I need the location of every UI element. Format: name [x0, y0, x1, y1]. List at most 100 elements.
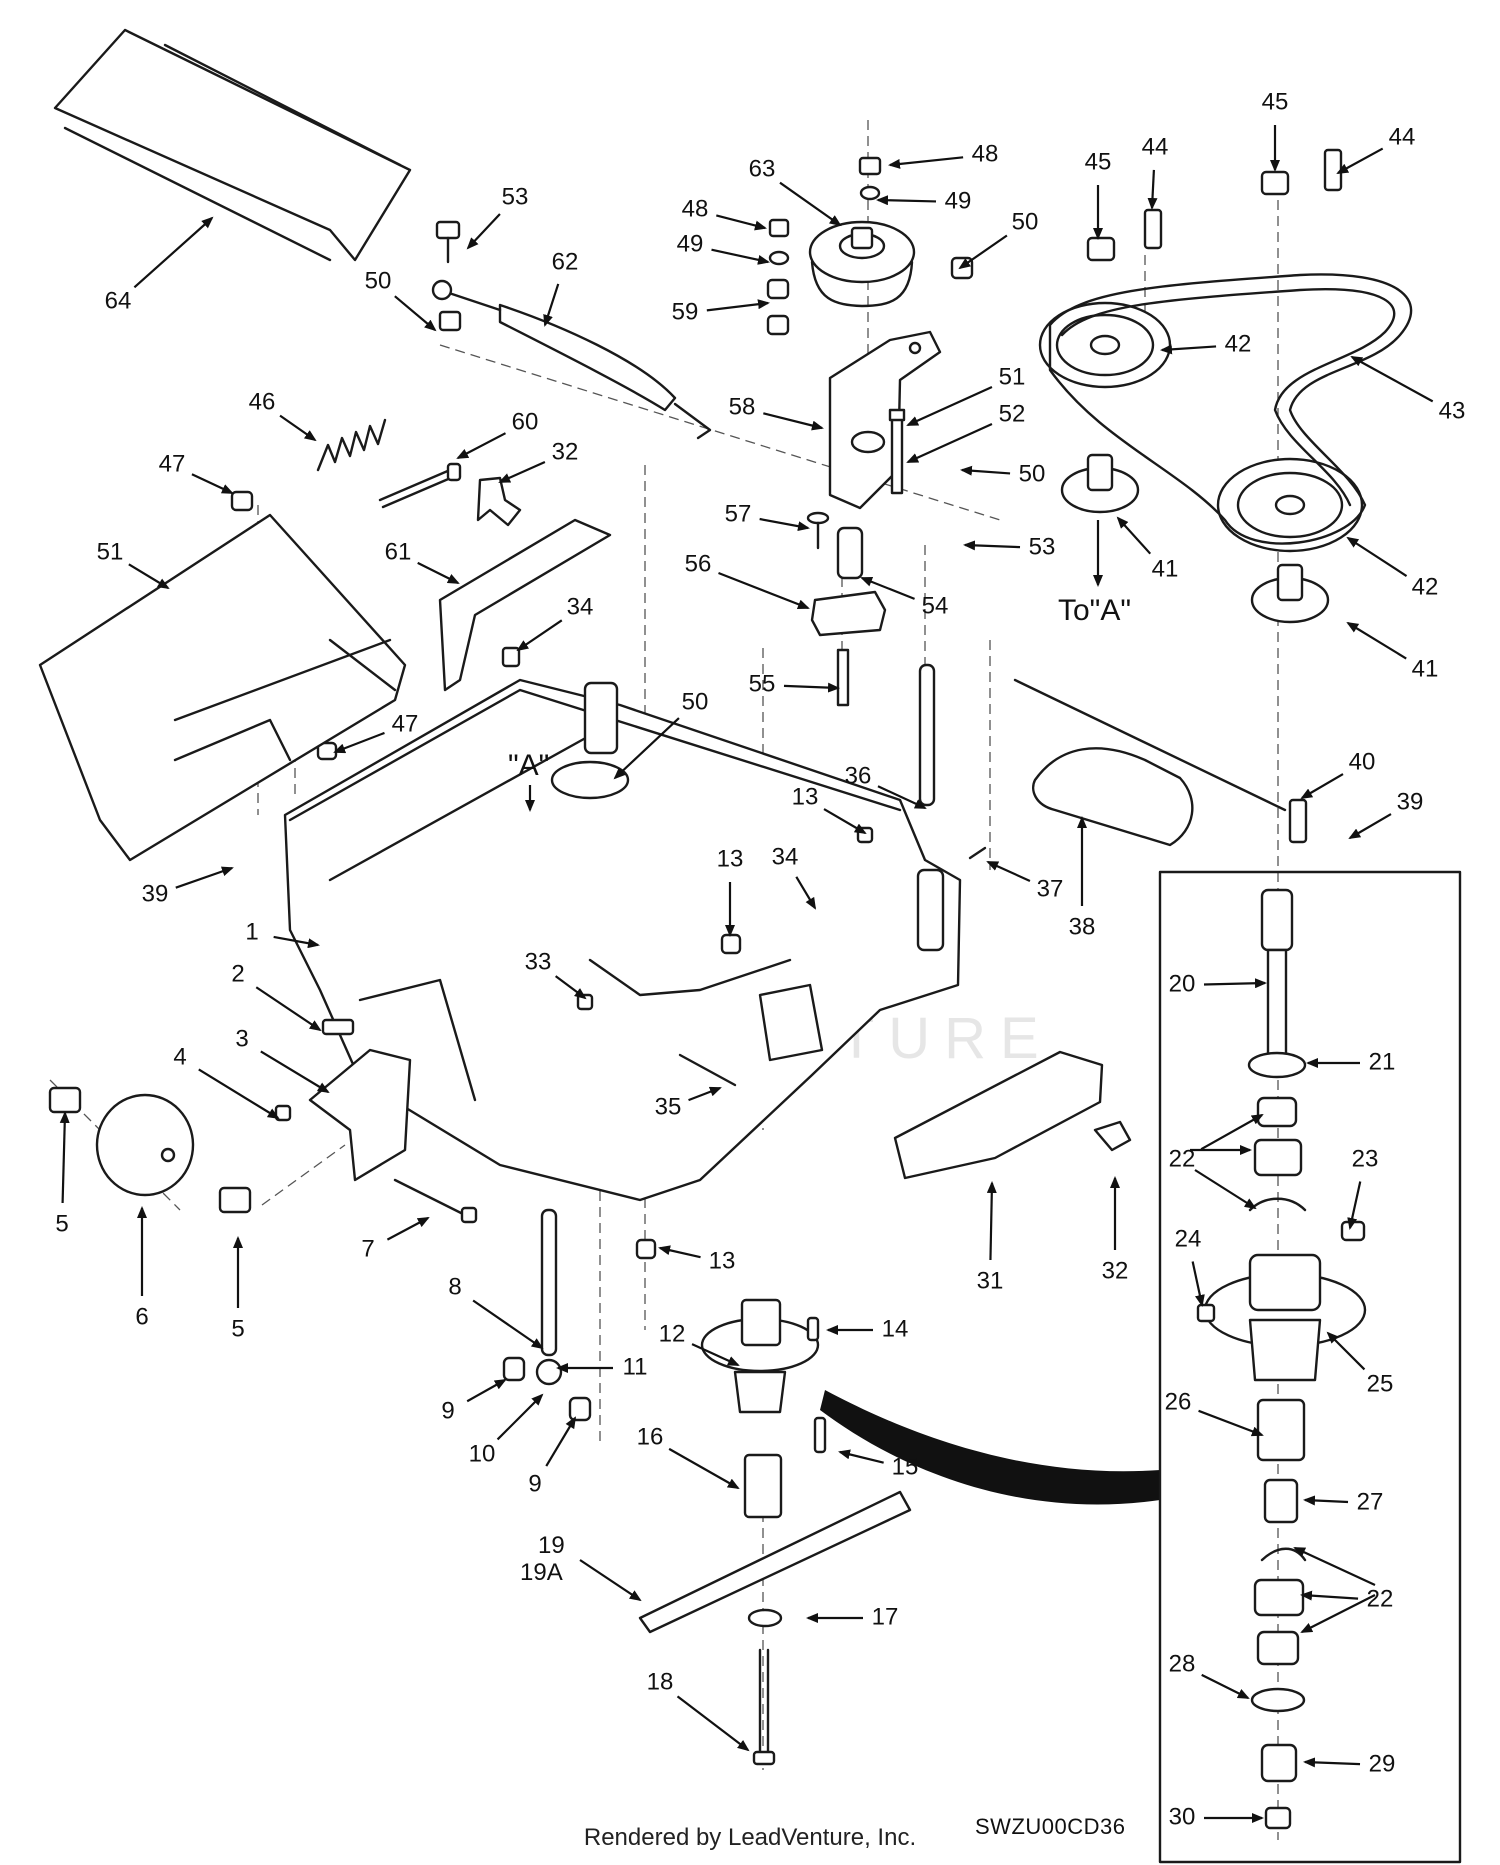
leader-arrow-31	[986, 1181, 997, 1261]
callout-35: 35	[655, 1093, 682, 1120]
part-7-bolt	[393, 1178, 478, 1224]
callout-63: 63	[749, 155, 776, 182]
callout-50: 50	[1012, 208, 1039, 235]
leader-arrow-9	[545, 1416, 577, 1467]
leader-arrow-56	[718, 571, 810, 610]
callout-48: 48	[682, 195, 709, 222]
leader-arrow-42	[1160, 344, 1217, 355]
drawing-code: SWZU00CD36	[975, 1814, 1126, 1839]
callout-8: 8	[448, 1273, 461, 1300]
callout-33: 33	[525, 948, 552, 975]
callout-50: 50	[682, 688, 709, 715]
leader-arrow-12	[691, 1343, 740, 1367]
callout-16: 16	[637, 1423, 664, 1450]
leader-arrow-34	[795, 876, 817, 910]
callout-25: 25	[1367, 1370, 1394, 1397]
part-40-38-roller	[1013, 678, 1308, 847]
part-51-deflector	[38, 513, 407, 862]
leader-arrow-63	[779, 181, 842, 227]
callout-19a: 19A	[520, 1559, 563, 1586]
leader-arrow-51	[128, 563, 170, 590]
leader-arrow-39	[175, 866, 234, 889]
callout-13: 13	[709, 1247, 736, 1274]
leader-arrow-34	[516, 619, 563, 652]
part-36-height-bar	[918, 663, 936, 807]
leader-arrow-2	[255, 986, 322, 1032]
callout-14: 14	[882, 1315, 909, 1342]
callout-19: 19	[538, 1532, 565, 1559]
callout-44: 44	[1389, 123, 1416, 150]
callout-64: 64	[105, 287, 132, 314]
callout-45: 45	[1085, 148, 1112, 175]
leader-arrow-58	[763, 412, 824, 431]
callout-50: 50	[1019, 460, 1046, 487]
leader-arrow-48	[888, 156, 964, 169]
leader-arrow-18	[676, 1695, 750, 1752]
callout-62: 62	[552, 248, 579, 275]
callout-36: 36	[845, 762, 872, 789]
leader-arrow-54	[860, 576, 915, 600]
leader-arrow-43	[1350, 356, 1434, 403]
callout-54: 54	[922, 592, 949, 619]
callout-41: 41	[1152, 555, 1179, 582]
callout-59: 59	[672, 298, 699, 325]
part-60-bolt	[378, 462, 462, 509]
callout-50: 50	[365, 267, 392, 294]
callout-20: 20	[1169, 970, 1196, 997]
leader-arrow-37	[986, 860, 1031, 882]
callout-7: 7	[361, 1235, 374, 1262]
leader-arrow-25	[1326, 1331, 1366, 1371]
callout-5: 5	[231, 1315, 244, 1342]
leader-arrow-50	[613, 717, 680, 780]
callout-3: 3	[235, 1025, 248, 1052]
leader-arrow-13	[823, 808, 867, 835]
leader-arrow-41	[1116, 516, 1152, 555]
callout-34: 34	[772, 843, 799, 870]
leader-arrow-51	[906, 386, 993, 427]
leader-arrow-53	[466, 213, 501, 250]
part-53-bolt	[435, 220, 461, 264]
leader-arrow-29	[1303, 1757, 1361, 1768]
leader-arrow-26	[1198, 1409, 1264, 1437]
leader-arrow-61	[417, 561, 460, 584]
leader-arrow-57	[759, 517, 810, 532]
callout-26: 26	[1165, 1388, 1192, 1415]
callout-10: 10	[469, 1440, 496, 1467]
callout-52: 52	[999, 400, 1026, 427]
callout-17: 17	[872, 1603, 899, 1630]
part-connector-band	[820, 1390, 1160, 1505]
callout-46: 46	[249, 388, 276, 415]
callout-45: 45	[1262, 88, 1289, 115]
callout-1: 1	[245, 918, 258, 945]
callout-4: 4	[173, 1043, 186, 1070]
leader-arrow-22	[1300, 1590, 1359, 1601]
part-63-idler-pulley	[808, 220, 916, 308]
callout-32: 32	[552, 438, 579, 465]
leader-arrow-50	[960, 465, 1011, 476]
leader-arrow-24	[1191, 1261, 1205, 1307]
callout-60: 60	[512, 408, 539, 435]
leader-arrow-8	[472, 1299, 544, 1350]
leader-arrow-48	[716, 214, 767, 231]
leader-arrow-3	[260, 1050, 330, 1094]
callout-15: 15	[892, 1453, 919, 1480]
leader-arrow-22	[1200, 1114, 1264, 1151]
leader-arrow-33	[554, 975, 587, 1000]
part-61-baffle	[438, 518, 612, 692]
callout-31: 31	[977, 1267, 1004, 1294]
spindle-detail-box	[1158, 870, 1462, 1864]
leader-arrow-23	[1347, 1181, 1362, 1230]
callout-11: 11	[623, 1353, 648, 1380]
leader-arrow-28	[1201, 1673, 1250, 1699]
callout-47: 47	[392, 710, 419, 737]
callout-49: 49	[677, 230, 704, 257]
callout-22: 22	[1367, 1585, 1394, 1612]
leader-arrow-15	[838, 1449, 884, 1464]
leader-arrow-42	[1346, 536, 1408, 577]
callout-29: 29	[1369, 1750, 1396, 1777]
callout-24: 24	[1175, 1225, 1202, 1252]
part-13-33-37-small	[576, 826, 987, 1260]
leader-arrow-41	[1346, 621, 1407, 660]
callout-40: 40	[1349, 748, 1376, 775]
